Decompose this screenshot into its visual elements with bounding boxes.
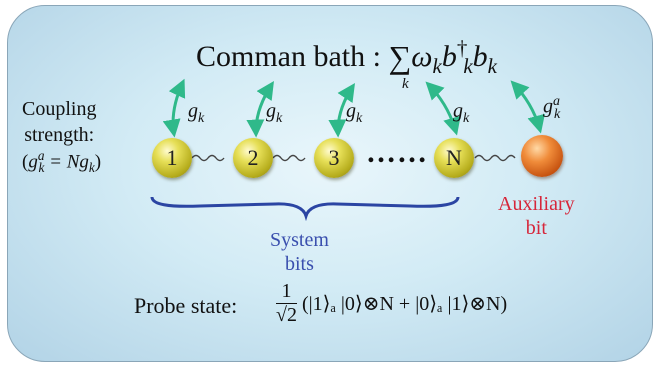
sum-index: k bbox=[402, 76, 409, 92]
coupling-label-2: gk bbox=[266, 100, 283, 126]
coupling-arrow-4 bbox=[425, 81, 461, 136]
qubit-1: 1 bbox=[152, 138, 192, 178]
coupling-label-3: gk bbox=[346, 100, 363, 126]
coupling-label-aux: gak bbox=[543, 94, 561, 122]
coupling-arrow-3 bbox=[328, 83, 355, 138]
qubit-3: 3 bbox=[314, 138, 354, 178]
coupling-label-4: gk bbox=[453, 100, 470, 126]
wave-link-3 bbox=[474, 154, 516, 162]
coupling-arrow-2 bbox=[246, 80, 274, 138]
wave-link-1 bbox=[191, 154, 225, 162]
coupling-relation: (gak = Ngk) bbox=[22, 148, 102, 176]
probe-state-formula: 1√2 (|1⟩ₐ |0⟩⊗N + |0⟩ₐ |1⟩⊗N) bbox=[276, 280, 508, 326]
system-bits-label: System bits bbox=[270, 229, 329, 275]
qubit-2: 2 bbox=[233, 138, 273, 178]
probe-state-label: Probe state: bbox=[134, 293, 238, 318]
coupling-arrow-1 bbox=[162, 78, 186, 138]
auxiliary-bit-label: Auxiliary bit bbox=[498, 193, 575, 239]
coupling-strength-label: Coupling strength: bbox=[22, 98, 97, 146]
ellipsis: …… bbox=[366, 136, 428, 169]
qubit-n: N bbox=[434, 138, 474, 178]
coupling-label-1: gk bbox=[188, 100, 205, 126]
wave-link-2 bbox=[272, 154, 306, 162]
bath-title: Comman bath : ∑ωkb†kbk bbox=[196, 36, 497, 78]
system-brace bbox=[150, 196, 460, 222]
coupling-arrow-5 bbox=[510, 80, 545, 134]
diagram-panel bbox=[7, 5, 653, 362]
auxiliary-bit-sphere bbox=[521, 135, 563, 177]
